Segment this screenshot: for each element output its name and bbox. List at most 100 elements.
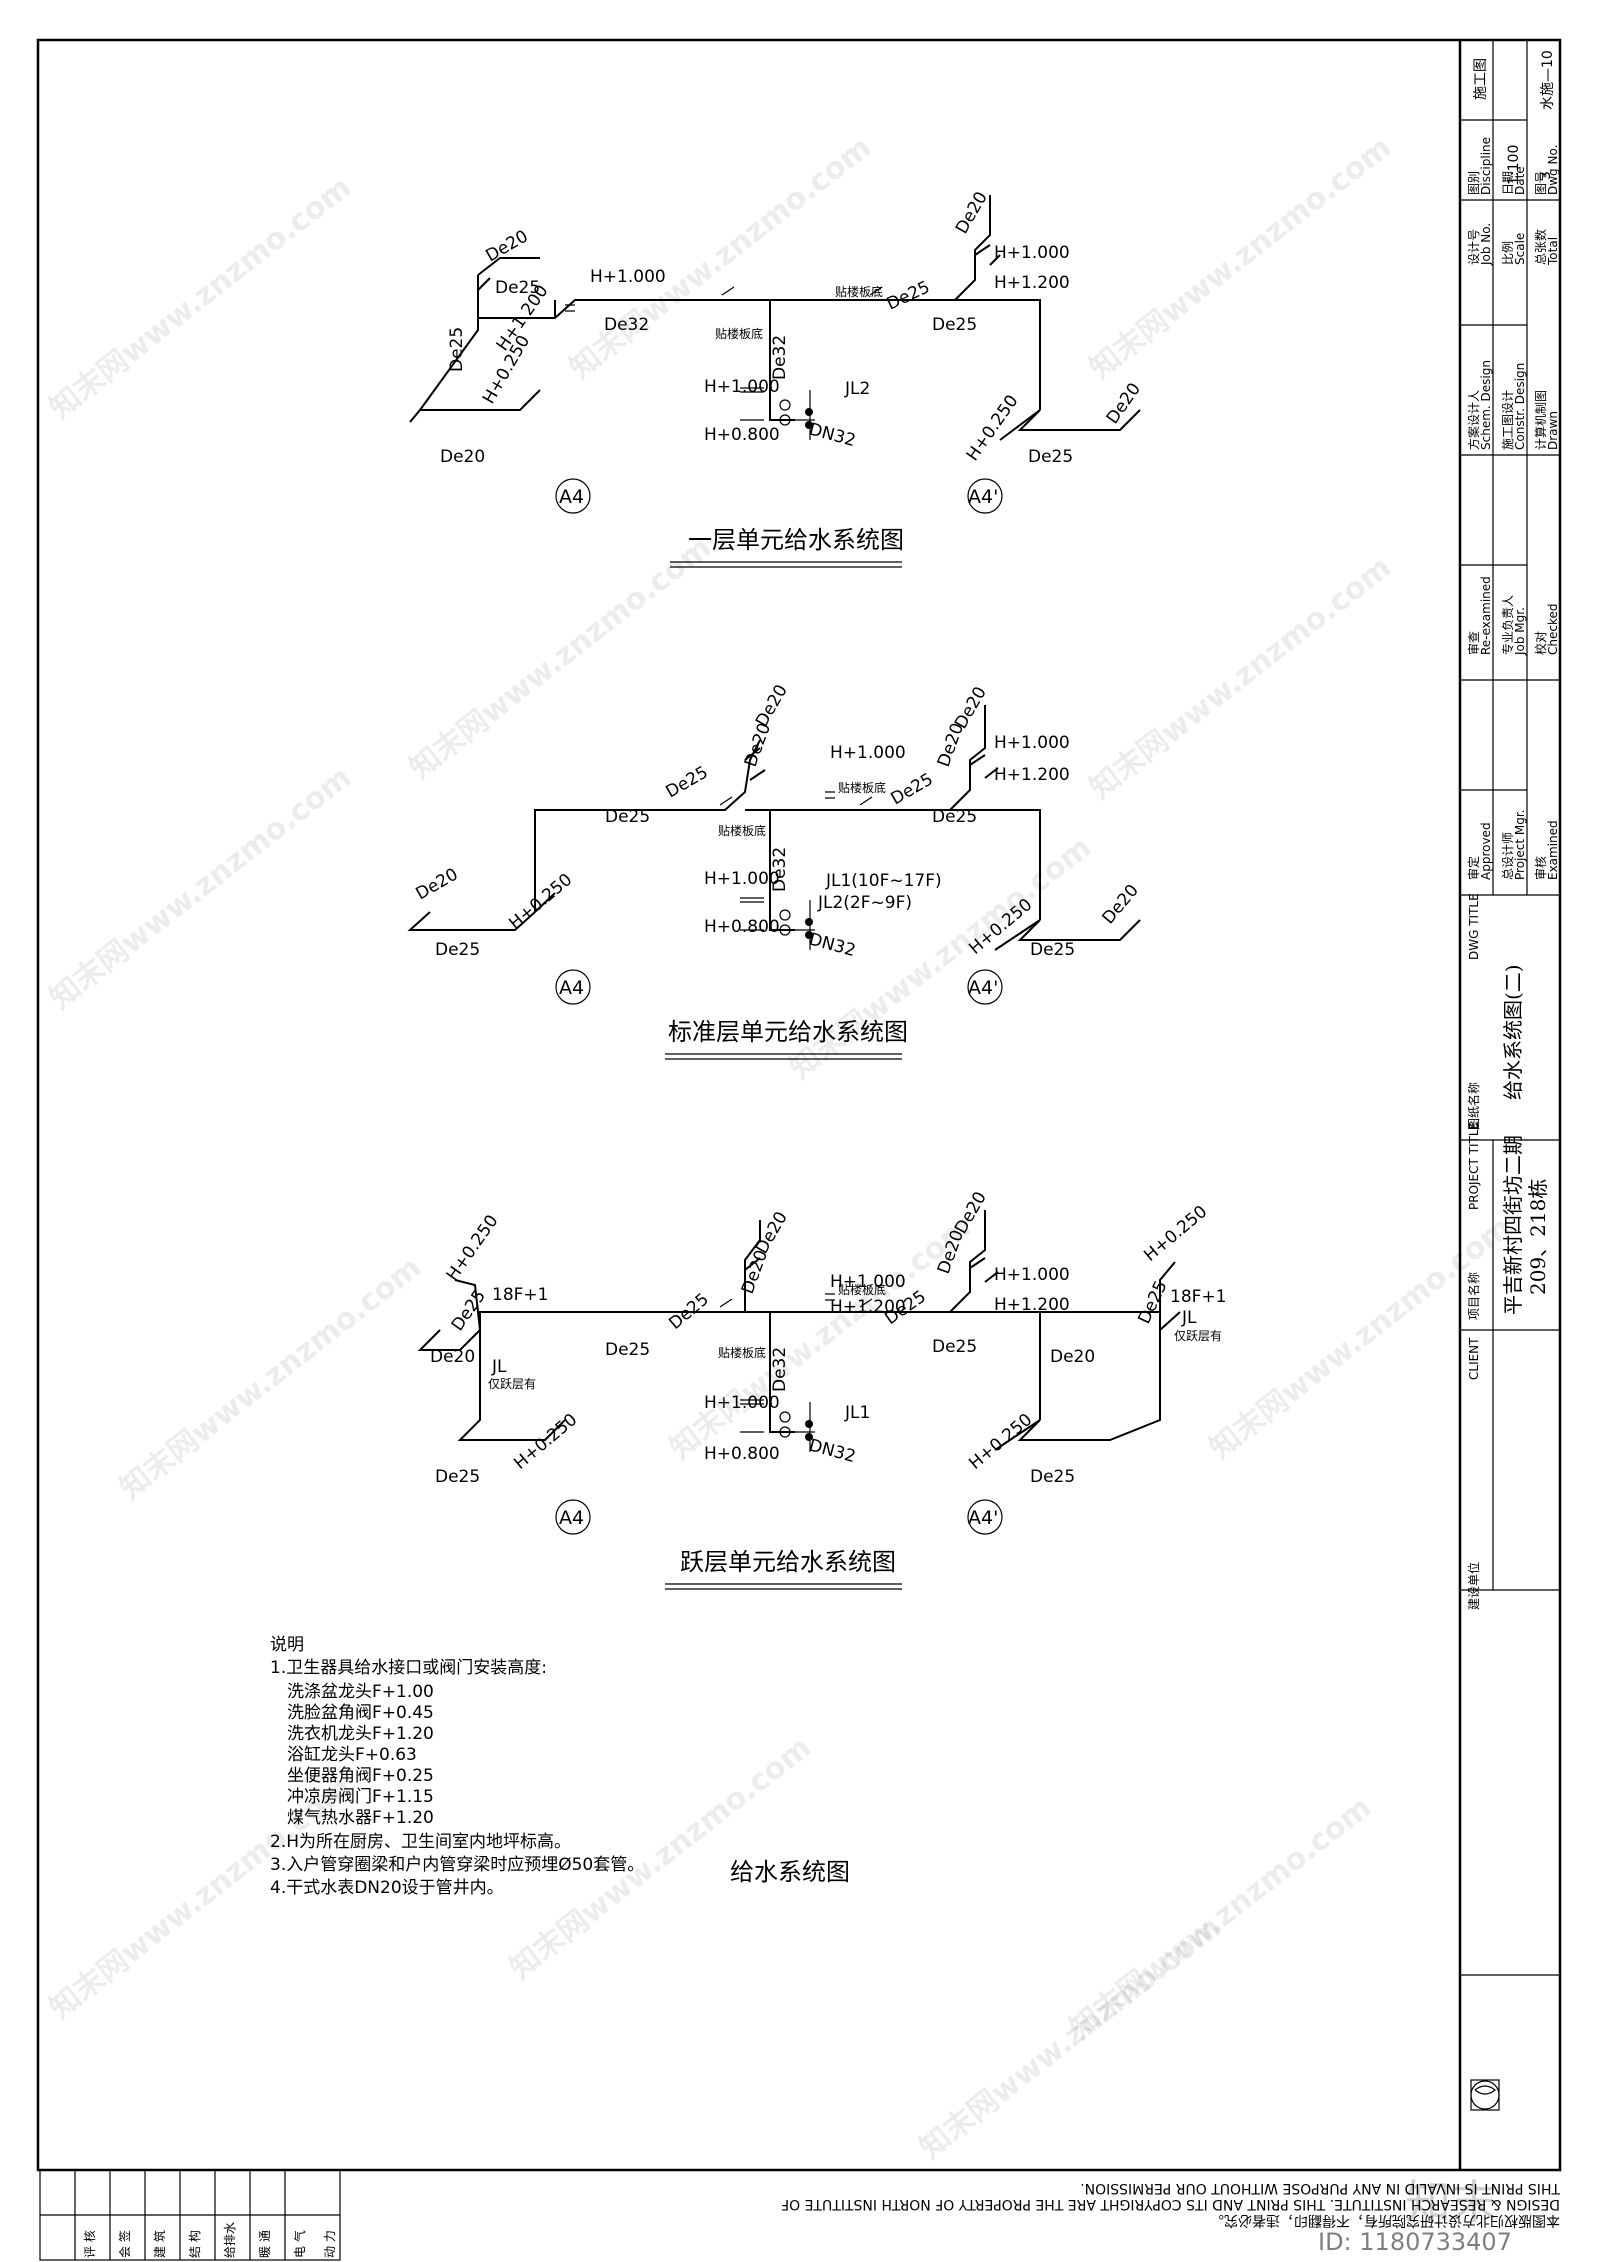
fixture-item: 浴缸龙头F+0.63 (287, 1744, 417, 1765)
tb-dwgno-cn: 图号 (1534, 171, 1548, 195)
tb-constr-en: Constr. Design (1513, 363, 1527, 450)
label: JL2(2F~9F) (817, 893, 912, 913)
note-item: 2.H为所在厨房、卫生间室内地坪标高。 (270, 1832, 571, 1852)
sign-col: 评 核 (83, 2230, 97, 2258)
diagram-ground-floor: De20 De25 H+1.000 H+1.200 De32 De25 H+0.… (409, 188, 1145, 568)
tb-total-val: 3 (1538, 171, 1554, 180)
label: 贴楼板底 (718, 1345, 766, 1360)
fixture-item: 洗脸盆角阀F+0.45 (287, 1703, 434, 1723)
tb-checked-cn: 校对 (1533, 631, 1548, 655)
label: De20 (413, 864, 462, 904)
tb-jobno-cn: 设计号 (1467, 229, 1481, 265)
label: De25 (1030, 1467, 1075, 1487)
watermark-text: 知末网www.znzmo.com (403, 530, 718, 787)
label: De25 (932, 315, 977, 335)
label: 18F+1 (1170, 1287, 1226, 1307)
label: H+0.250 (510, 1410, 581, 1474)
tb-client-cn: 建设单位 (1466, 1562, 1481, 1610)
tb-project-cn: 项目名称 (1466, 1272, 1481, 1320)
sign-col: 建 筑 (152, 2230, 167, 2258)
tb-reexam-cn: 审查 (1466, 631, 1481, 655)
tb-scale-en: Scale (1513, 233, 1527, 265)
watermark-text: 知末网www.znzmo.com (43, 170, 358, 427)
label: H+0.250 (1140, 1202, 1211, 1266)
diagram-title: 标准层单元给水系统图 (668, 1018, 908, 1046)
label: JL1 (844, 1403, 870, 1423)
label: De20 (738, 1247, 772, 1296)
sign-col: 结 构 (187, 2230, 202, 2258)
label: H+1.000 (704, 1393, 780, 1413)
drawing-title: 给水系统图 (730, 1858, 850, 1886)
label: De25 (605, 1340, 650, 1360)
sign-col: 电 气 (292, 2230, 307, 2258)
label: H+0.800 (704, 425, 780, 445)
diagram-duplex-floor: H+0.250 De25 18F+1 De20 JL 仅跃层有 De25 De2… (417, 1188, 1226, 1590)
label: De20 (952, 188, 992, 237)
sign-col: 给排水 (223, 2222, 237, 2258)
label: De25 (448, 1286, 490, 1334)
label: De25 (888, 769, 937, 809)
watermark-text: 知末网www.znzmo.com (43, 760, 358, 1017)
tb-jobno-en: Job No. (1479, 223, 1493, 266)
label: 贴楼板底 (718, 823, 766, 838)
sign-col: 会 签 (117, 2230, 132, 2258)
label: De25 (447, 327, 467, 372)
label: De20 (1050, 1347, 1095, 1367)
diagram-title: 一层单元给水系统图 (688, 526, 904, 554)
tb-scale-cn: 比例 (1501, 241, 1515, 265)
label: De20 (483, 226, 532, 266)
label: H+1.200 (830, 1297, 906, 1317)
label: De20 (741, 720, 775, 769)
watermark-id: ID: 1180733407 (1318, 2228, 1512, 2256)
note-item: 4.干式水表DN20设于管井内。 (270, 1878, 504, 1898)
label: De25 (435, 1467, 480, 1487)
axis-right: A4' (968, 977, 998, 999)
tb-discipline-en: Discipline (1479, 137, 1493, 195)
label: H+1.200 (994, 1295, 1070, 1315)
label: 贴楼板底 (835, 284, 883, 299)
institute-logo (1470, 2079, 1500, 2111)
tb-date-cn: 日期 (1501, 171, 1515, 195)
label: 18F+1 (492, 1285, 548, 1305)
tb-project-label: PROJECT TITLE (1467, 1122, 1481, 1210)
tb-dwgno-val: 水施—10 (1540, 50, 1556, 110)
label: H+1.000 (830, 743, 906, 763)
tb-total-cn: 总张数 (1533, 229, 1548, 265)
watermark-text: 知末网www.znzmo.com (1083, 130, 1398, 387)
tb-scale-val: 1:100 (1506, 145, 1522, 185)
label: 贴楼板底 (838, 1282, 886, 1297)
watermark-text: 知末网www.znzmo.com (663, 1210, 978, 1467)
tb-schem-cn: 方案设计人 (1466, 390, 1481, 450)
axis-right: A4' (968, 1507, 998, 1529)
label: H+1.200 (994, 765, 1070, 785)
fixture-item: 洗衣机龙头F+1.20 (287, 1724, 434, 1744)
label: DN32 (807, 420, 858, 452)
axis-left: A4 (559, 486, 584, 508)
label: H+0.250 (963, 391, 1023, 464)
tb-constr-cn: 施工图设计 (1501, 390, 1515, 450)
disclaimer-line1: DESIGN & RESEARCH INSTITUTE. THIS PRINT … (781, 2196, 1560, 2212)
label: H+0.250 (965, 1410, 1036, 1474)
label: H+1.000 (590, 267, 666, 287)
tb-project-val2: 209、218栋 (1526, 1179, 1550, 1295)
label: H+1.000 (704, 377, 780, 397)
axis-left: A4 (559, 1507, 584, 1529)
watermark-text: 知末网www.znzmo.com (563, 130, 878, 387)
label: De32 (770, 335, 790, 380)
tb-date-en: Date (1513, 166, 1527, 195)
label: De25 (932, 807, 977, 827)
tb-dwgtitle-label: DWG TITLE (1467, 893, 1481, 960)
label: H+1.000 (830, 1272, 906, 1292)
tb-checked-en: Checked (1546, 604, 1560, 656)
tb-project-val1: 平吉新村四街坊二期 (1501, 1135, 1525, 1315)
label: 贴楼板底 (838, 780, 886, 795)
label: H+1.000 (704, 869, 780, 889)
label: De20 (934, 720, 968, 769)
label: De25 (1030, 940, 1075, 960)
tb-dwgtitle-val: 给水系统图(二) (1501, 964, 1525, 1100)
tb-schem-en: Schem. Design (1479, 360, 1493, 450)
sign-table: 评 核 会 签 建 筑 结 构 给排水 暖 通 电 气 动 力 (39, 2169, 341, 2261)
fixture-item: 煤气热水器F+1.20 (287, 1808, 434, 1828)
design-notes: 说明 1.卫生器具给水接口或阀门安装高度: 洗涤盆龙头F+1.00 洗脸盆角阀F… (270, 1635, 644, 1898)
